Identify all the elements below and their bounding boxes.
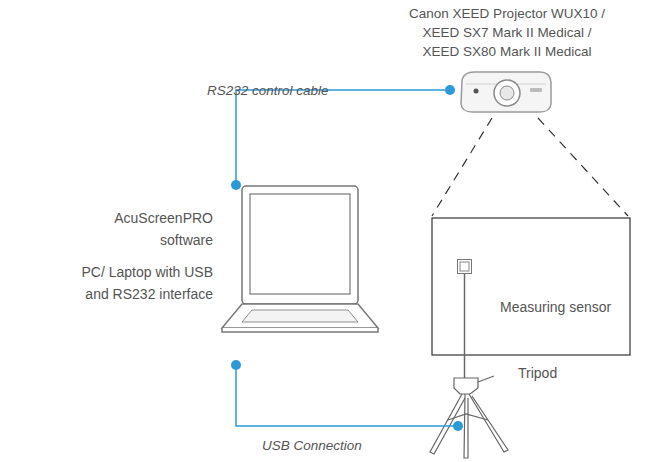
tripod-illustration [430, 376, 508, 458]
tripod-head [454, 378, 478, 394]
connector-end-dot [231, 360, 241, 370]
tripod-label: Tripod [518, 364, 557, 382]
software-label: AcuScreenPRO software [68, 207, 213, 251]
laptop-illustration [222, 186, 378, 332]
projector-lens-inner [500, 86, 514, 100]
tripod-leg [469, 394, 508, 452]
cable-label: RS232 control cable [207, 83, 329, 98]
laptop-edge [222, 328, 378, 332]
tripod-stand: Tripod [458, 375, 510, 460]
tripod-brace [448, 414, 488, 420]
cable-connector [236, 365, 458, 426]
connector-end-dot [445, 85, 455, 95]
cable-label: USB Connection [262, 438, 362, 453]
projection-beam-line [538, 118, 628, 216]
projector-lens [494, 80, 520, 106]
measuring-sensor: Measuring sensor [457, 259, 472, 274]
connector-end-dot [231, 180, 241, 190]
laptop-screen [250, 194, 350, 294]
tripod-leg [430, 394, 465, 454]
laptop-lid [242, 186, 358, 304]
laptop-base [222, 304, 378, 328]
tripod-leg [464, 394, 468, 458]
laptop-computer: AcuScreenPRO softwarePC/ Laptop with USB… [222, 185, 382, 365]
projection-screen [432, 218, 630, 355]
projector-illustration [461, 72, 551, 112]
sensor-element [460, 262, 469, 271]
projector-body [461, 72, 551, 112]
projector-device: Canon XEED Projector WUX10 / XEED SX7 Ma… [450, 68, 552, 114]
sensor-stand [464, 274, 466, 380]
connector-end-dot [453, 421, 463, 431]
projector-logo [530, 88, 542, 92]
laptop-keyboard [242, 310, 358, 322]
projector-indicator [474, 89, 479, 94]
projection-beam-line [432, 118, 492, 216]
sensor-label: Measuring sensor [500, 298, 611, 316]
device-label: Canon XEED Projector WUX10 / XEED SX7 Ma… [407, 4, 607, 61]
hardware-label: PC/ Laptop with USB and RS232 interface [68, 261, 213, 305]
tripod-handle [478, 376, 494, 382]
cable-connector [236, 90, 450, 185]
